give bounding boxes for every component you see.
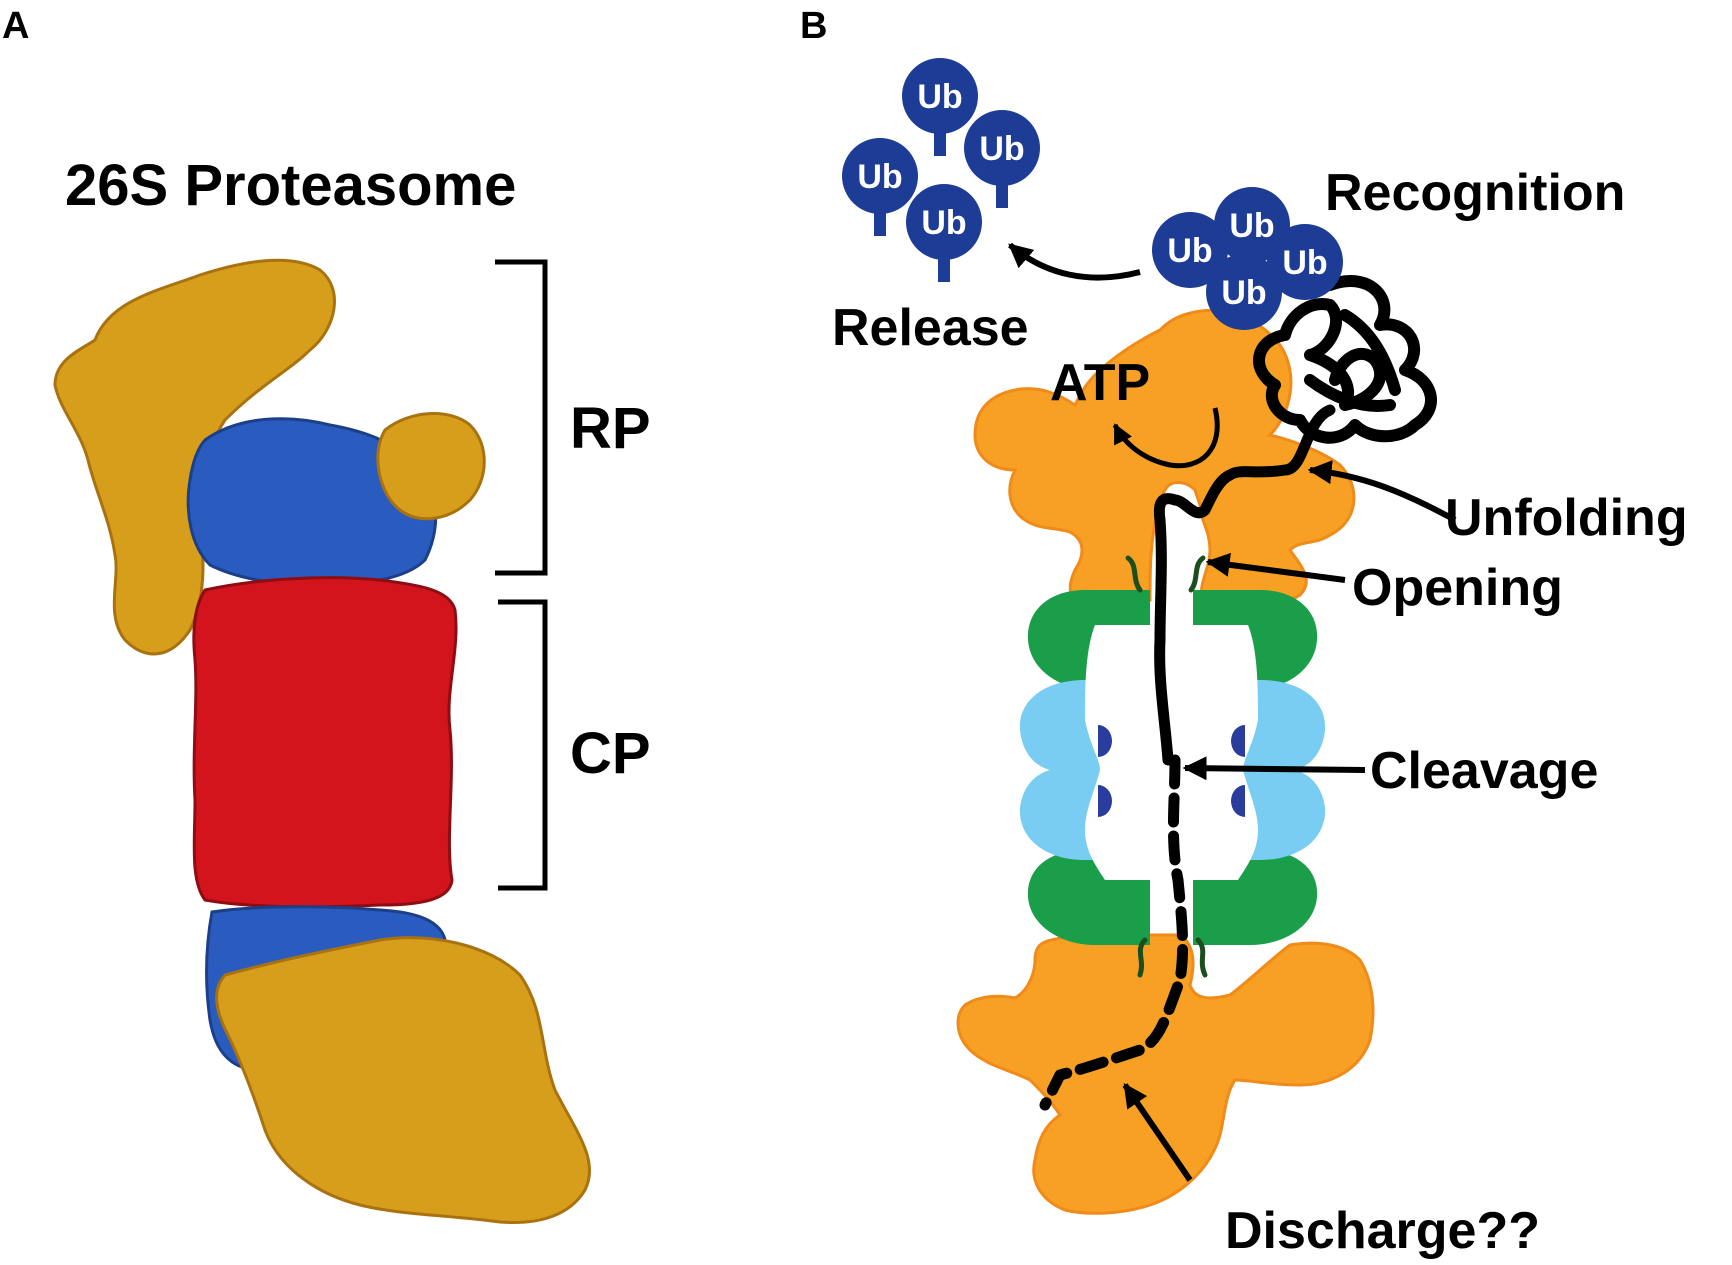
svg-text:Ub: Ub (1221, 274, 1266, 312)
released-ub-4: Ub (906, 184, 982, 282)
discharge-label: Discharge?? (1225, 1202, 1540, 1260)
svg-text:Ub: Ub (917, 78, 962, 116)
released-ubiquitins: Ub Ub Ub Ub (842, 58, 1040, 282)
released-ub-2: Ub (964, 110, 1040, 208)
atp-label: ATP (1050, 354, 1150, 412)
panel-b: B (800, 5, 1688, 1260)
rp-lid-lower (215, 936, 591, 1224)
cp-bracket (498, 599, 548, 891)
rp-bracket (495, 259, 548, 576)
substrate-strand (1153, 404, 1336, 766)
ub-on-substrate-4: Ub (1206, 254, 1282, 330)
ub-on-substrate-1: Ub (1152, 212, 1228, 288)
svg-text:Ub: Ub (1229, 207, 1274, 245)
panel-a-letter: A (2, 5, 29, 47)
recognition-label: Recognition (1325, 164, 1625, 222)
rp-label: RP (570, 396, 651, 461)
panel-b-letter: B (800, 5, 827, 47)
core-particle (192, 576, 458, 909)
substrate-knot (1253, 275, 1437, 444)
rp-schematic-bottom (956, 933, 1375, 1215)
panel-a-title: 26S Proteasome (65, 153, 516, 218)
ub-on-substrate-3: Ub (1267, 224, 1343, 300)
svg-text:Ub: Ub (857, 158, 902, 196)
substrate (1039, 275, 1437, 1111)
rp-lid-right-lobe (376, 412, 486, 521)
cleavage-label: Cleavage (1370, 742, 1598, 800)
unfolding-arrow (1307, 460, 1457, 523)
ub-on-substrate-2: Ub (1214, 187, 1290, 263)
release-arrow (1008, 242, 1141, 281)
atp-arrow (1112, 407, 1220, 469)
alpha-ring-top (1027, 590, 1318, 690)
svg-text:Ub: Ub (1167, 232, 1212, 270)
brackets (495, 259, 548, 891)
released-ub-1: Ub (902, 58, 978, 156)
ubiquitin-chain: Ub Ub Ub Ub (1152, 187, 1343, 330)
release-label: Release (832, 299, 1029, 357)
svg-text:Ub: Ub (1282, 244, 1327, 282)
proteasome-structure (53, 258, 591, 1224)
released-ub-3: Ub (842, 138, 918, 236)
svg-text:Ub: Ub (979, 130, 1024, 168)
central-channel (1085, 625, 1258, 880)
discharge-arrow (1122, 1083, 1193, 1182)
opening-label: Opening (1352, 559, 1563, 617)
opening-arrow (1205, 552, 1346, 583)
gates (1125, 555, 1208, 978)
active-sites (1098, 725, 1245, 817)
cleavage-arrow (1182, 756, 1366, 781)
svg-text:Ub: Ub (921, 204, 966, 242)
unfolding-label: Unfolding (1445, 489, 1688, 547)
cp-label: CP (570, 721, 651, 786)
substrate-fragments (1039, 754, 1189, 1111)
rp-base-upper (186, 417, 438, 587)
panel-a: A 26S Proteasome RP CP (2, 5, 651, 1224)
